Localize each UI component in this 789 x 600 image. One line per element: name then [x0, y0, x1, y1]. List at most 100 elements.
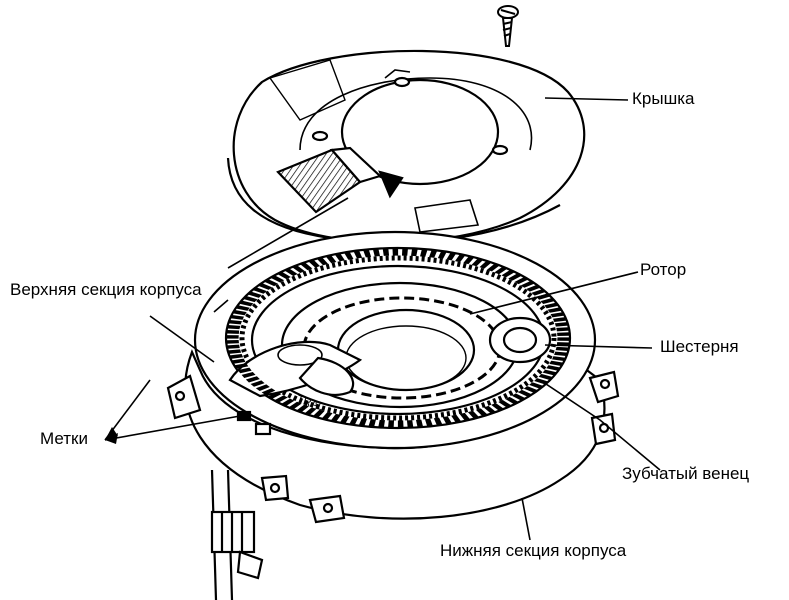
gear-tooth: [415, 419, 424, 428]
gear-tooth: [479, 261, 492, 269]
gear-tooth: [546, 365, 561, 371]
label-cover: Крышка: [632, 89, 695, 108]
gear-tooth: [226, 339, 239, 344]
leader-marks-1: [104, 415, 241, 441]
gear-tooth: [308, 259, 321, 268]
gear-tooth: [230, 314, 244, 320]
label-pinion: Шестерня: [660, 337, 739, 356]
gear-tooth: [358, 418, 368, 426]
label-lower-housing: Нижняя секция корпуса: [440, 541, 627, 560]
gear-tooth: [494, 266, 508, 275]
gear-tooth: [552, 356, 566, 362]
gear-tooth: [344, 252, 354, 260]
leader-upper-housing: [213, 299, 229, 313]
gear-tooth: [487, 263, 500, 272]
gear-tooth: [420, 249, 428, 257]
leader-ring-gear: [539, 379, 661, 471]
gear-tooth: [467, 410, 479, 419]
gear-tooth: [368, 419, 376, 427]
gear-tooth: [372, 248, 381, 257]
gear-tooth: [226, 335, 239, 339]
gear-tooth: [353, 250, 363, 259]
gear-tooth: [378, 419, 385, 428]
gear-tooth: [451, 414, 462, 423]
screw-icon: [497, 5, 519, 47]
gear-tooth: [363, 249, 372, 258]
ring-gear-teeth: [226, 248, 570, 428]
leader-cover-tab: [227, 197, 349, 269]
gear-tooth: [491, 403, 504, 411]
gear-tooth: [523, 386, 538, 393]
gear-tooth: [231, 358, 246, 364]
gear-tooth: [239, 300, 254, 307]
label-marks: Метки: [40, 429, 88, 448]
gear-tooth: [446, 252, 457, 261]
gear-tooth: [277, 271, 291, 280]
gear-tooth: [330, 413, 342, 422]
label-upper-housing: Верхняя секция корпуса: [10, 280, 202, 299]
gear-tooth: [397, 420, 404, 428]
gear-tooth: [288, 401, 302, 410]
gear-tooth: [454, 254, 466, 263]
gear-tooth: [511, 393, 526, 401]
gear-tooth: [437, 251, 447, 259]
leader-cover: [544, 97, 629, 101]
label-ring-gear: Зубчатый венец: [622, 464, 750, 483]
gear-tooth: [250, 380, 265, 387]
gear-tooth: [552, 317, 567, 322]
gear-tooth: [508, 273, 522, 281]
cover-part: [226, 49, 586, 244]
gear-tooth: [475, 408, 488, 417]
gear-tooth: [471, 258, 483, 267]
leader-rotor: [469, 271, 639, 315]
gear-tooth: [313, 409, 325, 418]
gear-tooth: [300, 262, 313, 271]
gear-tooth: [424, 418, 433, 427]
gear-tooth: [321, 411, 333, 420]
gear-tooth: [557, 337, 570, 341]
gear-tooth: [538, 373, 553, 380]
gear-tooth: [264, 279, 279, 287]
gear-tooth: [232, 310, 247, 316]
gear-tooth: [274, 395, 288, 403]
gear-tooth: [382, 248, 390, 256]
gear-tooth: [241, 372, 256, 378]
leader-pinion: [544, 344, 653, 349]
gear-tooth: [237, 367, 252, 374]
gear-tooth: [540, 298, 555, 304]
gear-tooth: [235, 305, 250, 311]
gear-tooth: [281, 398, 295, 406]
gear-tooth: [252, 287, 267, 294]
gear-tooth: [284, 268, 298, 276]
leader-upper-housing-2: [149, 315, 215, 363]
gear-tooth: [428, 250, 438, 258]
gear-tooth: [292, 265, 305, 273]
gear-tooth: [547, 307, 562, 313]
gear-tooth: [554, 322, 568, 327]
gear-tooth: [433, 417, 443, 426]
gear-tooth: [557, 332, 570, 337]
gear-tooth: [483, 405, 496, 414]
gear-tooth: [339, 415, 350, 424]
gear-tooth: [556, 327, 570, 332]
gear-tooth: [228, 319, 242, 325]
gear-tooth: [526, 285, 541, 292]
gear-tooth: [411, 248, 418, 257]
gear-tooth: [550, 312, 565, 318]
gear-tooth: [296, 404, 309, 413]
gear-tooth: [529, 382, 544, 389]
gear-tooth: [227, 324, 241, 330]
gear-tooth: [234, 363, 249, 369]
gear-tooth: [245, 376, 260, 383]
gear-tooth: [459, 412, 471, 421]
gear-tooth: [270, 275, 285, 283]
leader-lower-housing: [521, 497, 531, 541]
gear-tooth: [304, 407, 317, 415]
gear-tooth: [498, 400, 512, 408]
gear-tooth: [555, 346, 569, 352]
gear-tooth: [392, 248, 399, 256]
gear-tooth: [261, 388, 276, 395]
gear-tooth: [520, 281, 535, 288]
